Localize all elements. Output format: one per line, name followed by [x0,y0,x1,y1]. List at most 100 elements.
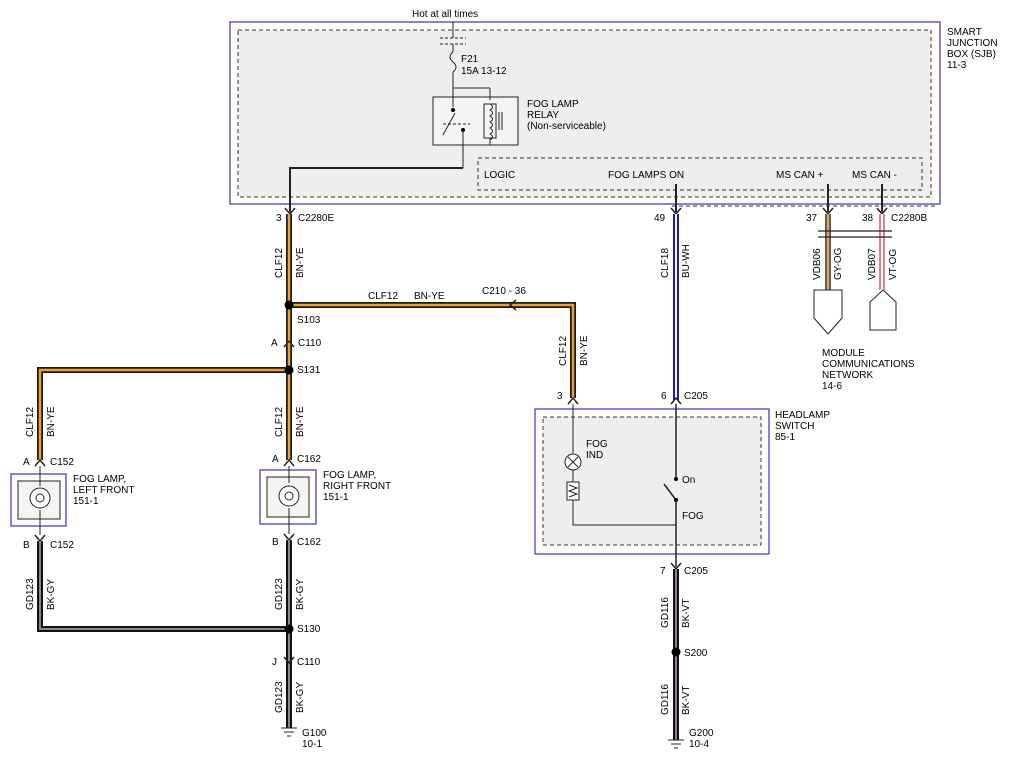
wire-label-clf12-c: CLF12 [25,407,36,437]
relay-output-wire [289,167,463,212]
hot-at-all-times-label: Hot at all times [412,9,478,20]
fuse-name: F21 [461,54,479,65]
svg-text:14-6: 14-6 [822,381,842,392]
wire-label-vdb07: VDB07 [867,248,878,280]
wire-gd123-bkgy [37,540,292,728]
svg-text:85-1: 85-1 [775,432,795,443]
wire-label-bnye-d: BN-YE [579,335,590,366]
c210-connector-icon [508,299,517,311]
wire-label-buwh: BU-WH [681,244,692,278]
wire-label-gyog: GY-OG [833,247,844,280]
pin-a-c162: A [272,454,279,465]
splice-s130-dot [284,624,294,634]
g100-ref: 10-1 [302,739,322,750]
g200-ref: 10-4 [689,739,709,750]
svg-text:HEADLAMP: HEADLAMP [775,410,830,421]
c162-b-connector-icon [283,533,295,542]
wire-label-bkgy-c: BK-GY [295,682,306,713]
sjb-outer-box [229,21,941,205]
svg-text:SWITCH: SWITCH [775,421,814,432]
wire-clf12-bnye [37,214,576,460]
c162-a-label: C162 [297,454,321,465]
fuse-f21: F21 15A 13-12 [440,22,507,88]
wire-label-bkgy-b: BK-GY [295,579,306,610]
splice-s103-dot [284,300,294,310]
splice-s131-dot [284,365,294,375]
svg-text:NETWORK: NETWORK [822,370,873,381]
c205-6-connector-icon [670,396,682,405]
wire-label-gd123-b: GD123 [274,578,285,610]
switch-on-label: On [682,475,695,486]
wire-label-clf12-h: CLF12 [368,291,398,302]
fuse-rating: 15A 13-12 [461,66,507,77]
c162-b-label: C162 [297,537,321,548]
fog-ind-label-2: IND [586,450,603,461]
c110-j-connector-icon [283,656,295,665]
c205-top-label: C205 [684,391,708,402]
c2280e-label: C2280E [298,213,334,224]
fog-lamp-left-front [10,466,67,535]
c110-j-label: C110 [297,657,321,668]
wire-label-bkvt-b: BK-VT [681,686,692,715]
c152-b-connector-icon [34,534,46,543]
pin-7-c205: 7 [660,566,666,577]
switch-fog-label: FOG [682,511,704,522]
splice-s200-dot [671,647,681,657]
c210-label: C210 - 36 [482,286,526,297]
splice-s130-label: S130 [297,624,321,635]
wire-label-bkgy-a: BK-GY [46,579,57,610]
fog-lamp-right-label: FOG LAMP, RIGHT FRONT 151-1 [323,470,391,503]
pin-b-c162: B [272,537,279,548]
svg-text:151-1: 151-1 [323,492,349,503]
wire-label-gd116-b: GD116 [660,684,671,715]
pin-3-top: 3 [276,213,282,224]
svg-text:RIGHT FRONT: RIGHT FRONT [323,481,391,492]
svg-text:JUNCTION: JUNCTION [947,38,998,49]
fog-lamp-left-label: FOG LAMP, LEFT FRONT 151-1 [73,474,134,507]
fog-indicator [564,404,676,526]
svg-text:151-1: 151-1 [73,496,99,507]
splice-s103-label: S103 [297,315,321,326]
wire-label-vtog: VT-OG [888,249,899,280]
splice-s131-label: S131 [297,365,321,376]
pin-a-c110: A [271,338,278,349]
wire-vdb07-vtog [869,214,897,331]
ms-can-minus-label: MS CAN - [852,170,897,181]
pin-j-c110: J [272,657,277,668]
c205-3-connector-icon [567,396,579,405]
pin-49: 49 [654,213,666,224]
wire-vdb06-gyog [813,214,843,335]
relay-label-1: FOG LAMP [527,99,579,110]
wire-label-bnye-b: BN-YE [295,406,306,437]
wire-label-clf18: CLF18 [660,248,671,278]
wire-label-bkvt-a: BK-VT [681,599,692,628]
svg-text:COMMUNICATIONS: COMMUNICATIONS [822,359,915,370]
fog-lamp-right-front [259,466,317,534]
wire-label-gd116-a: GD116 [660,597,671,628]
relay-label-3: (Non-serviceable) [527,121,606,132]
pin-b-c152: B [23,540,30,551]
logic-label: LOGIC [484,170,515,181]
pin-37: 37 [806,213,818,224]
headlamp-switch-label: HEADLAMP SWITCH 85-1 [775,410,830,443]
c152-b-label: C152 [50,540,74,551]
wire-label-bnye-a: BN-YE [295,247,306,278]
fog-switch [663,404,678,567]
g200-label: G200 [689,728,714,739]
ground-g200-icon [668,739,684,749]
wire-label-bnye-h: BN-YE [414,291,445,302]
wire-label-vdb06: VDB06 [812,248,823,280]
fog-ind-label-1: FOG [586,439,608,450]
c152-a-label: C152 [50,457,74,468]
pin-3-c205: 3 [557,391,563,402]
c2280b-label: C2280B [891,213,927,224]
g100-label: G100 [302,728,327,739]
wire-label-clf12-a: CLF12 [274,248,285,278]
svg-text:FOG LAMP,: FOG LAMP, [323,470,376,481]
svg-text:BOX (SJB): BOX (SJB) [947,49,996,60]
pin-6-c205: 6 [661,391,667,402]
svg-text:MODULE: MODULE [822,348,865,359]
c162-a-connector-icon [283,458,295,467]
splice-s200-label: S200 [684,648,708,659]
svg-text:SMART: SMART [947,27,982,38]
